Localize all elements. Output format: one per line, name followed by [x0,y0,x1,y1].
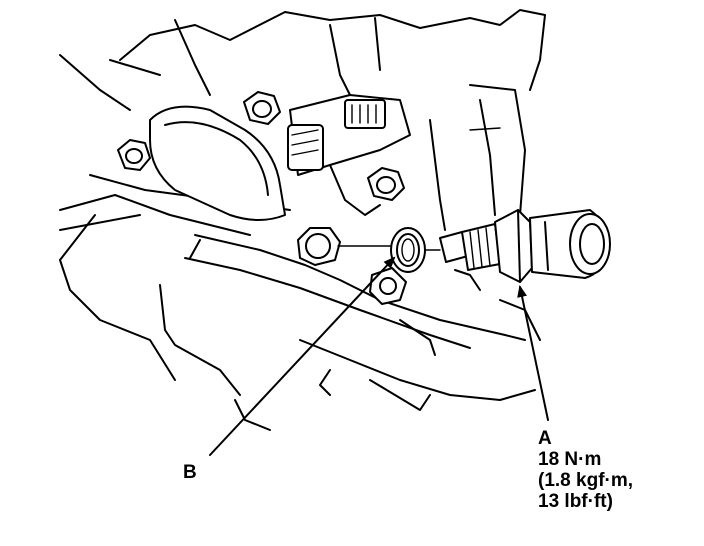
engine-block [59,9,546,431]
throttle-body [149,105,286,221]
leader-arrow-a [517,285,549,421]
callout-b-letter: B [183,462,197,483]
callout-a: A 18 N·m (1.8 kgf·m, 13 lbf·ft) [538,428,633,512]
callout-a-torque-line1: 18 N·m [538,449,602,470]
sensor-connector [287,94,411,216]
callout-a-torque-line2: (1.8 kgf·m, [538,470,634,491]
sealing-washer [390,227,426,273]
bolt-right [367,167,405,201]
leader-arrow-b [209,256,396,456]
leader-arrows [209,256,549,456]
callout-b: B [183,462,197,483]
lower-fitting [369,267,407,305]
callout-a-letter: A [538,428,552,449]
callout-a-torque-line3: 13 lbf·ft) [538,491,613,512]
bolt-left [117,139,151,171]
bolt-top [243,91,281,125]
sensor-port [297,227,341,266]
temperature-sensor [439,209,611,283]
